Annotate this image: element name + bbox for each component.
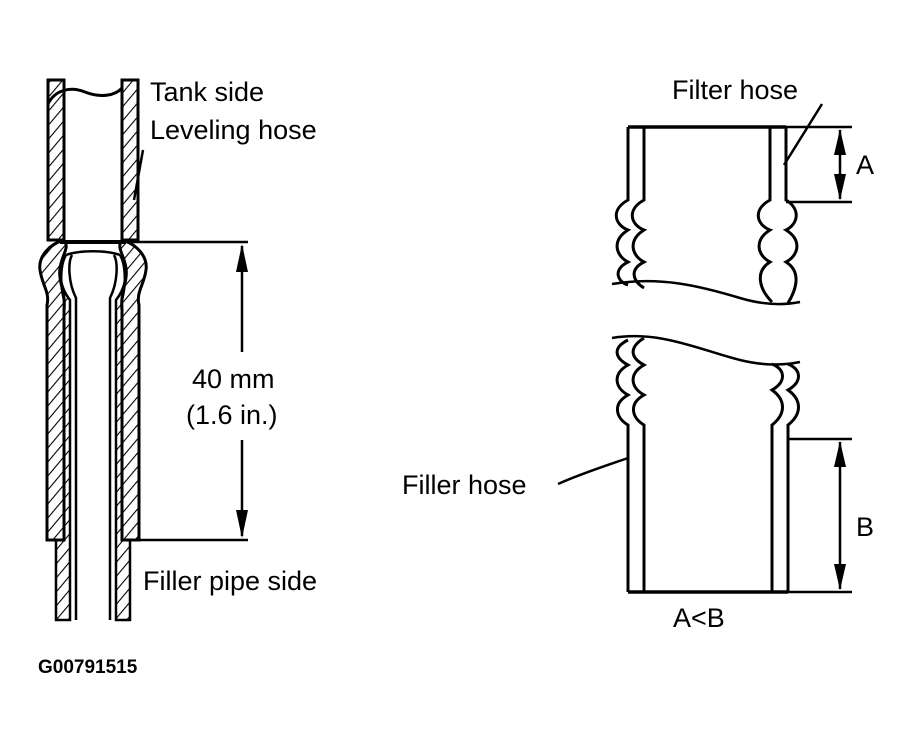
upper-break-line [611, 279, 801, 306]
dimension-a [786, 125, 852, 204]
lower-break-line [611, 334, 801, 366]
filter-hose-leader [782, 103, 824, 166]
dimension-arrow-up [236, 244, 248, 272]
filler-pipe-right-wall [114, 254, 132, 622]
filler-hose-leader [557, 456, 629, 486]
upper-right-wall [756, 127, 799, 304]
figure-code: G00791515 [38, 657, 138, 678]
leveling-hose-assembly [38, 78, 148, 622]
filter-hose-upper-section [611, 125, 801, 306]
lower-right-wall [769, 362, 800, 592]
filler-pipe-top-edge [65, 250, 121, 257]
leveling-hose-label: Leveling hose [150, 115, 317, 145]
leveling-hose-leader [132, 149, 145, 201]
dimension-mm-label: 40 mm [192, 364, 275, 394]
upper-left-wall [614, 127, 648, 290]
relation-label: A<B [673, 603, 725, 633]
lower-left-wall [615, 336, 648, 592]
filler-pipe-side-label: Filler pipe side [143, 566, 317, 596]
dim-a-arrow-down [834, 174, 846, 200]
filler-hose-label: Filler hose [402, 470, 527, 500]
filter-hose-label: Filter hose [672, 75, 798, 105]
dimension-40mm [128, 240, 248, 542]
dim-b-label: B [856, 512, 874, 542]
leveling-hose-left-wall [46, 78, 66, 242]
dimension-arrow-down [236, 510, 248, 538]
dim-a-label: A [856, 150, 874, 180]
filler-pipe-left-wall [54, 254, 72, 622]
dimension-in-label: (1.6 in.) [186, 400, 278, 430]
dim-a-arrow-up [834, 129, 846, 155]
filler-pipe-inner-bead [68, 254, 118, 620]
leveling-hose-top-edge [46, 86, 124, 105]
tank-side-label: Tank side [150, 77, 264, 107]
dim-b-arrow-up [834, 441, 846, 467]
leveling-hose-right-wall [120, 78, 140, 242]
dimension-b [788, 437, 852, 594]
filler-hose-lower-section [611, 334, 801, 594]
dim-b-arrow-down [834, 564, 846, 590]
